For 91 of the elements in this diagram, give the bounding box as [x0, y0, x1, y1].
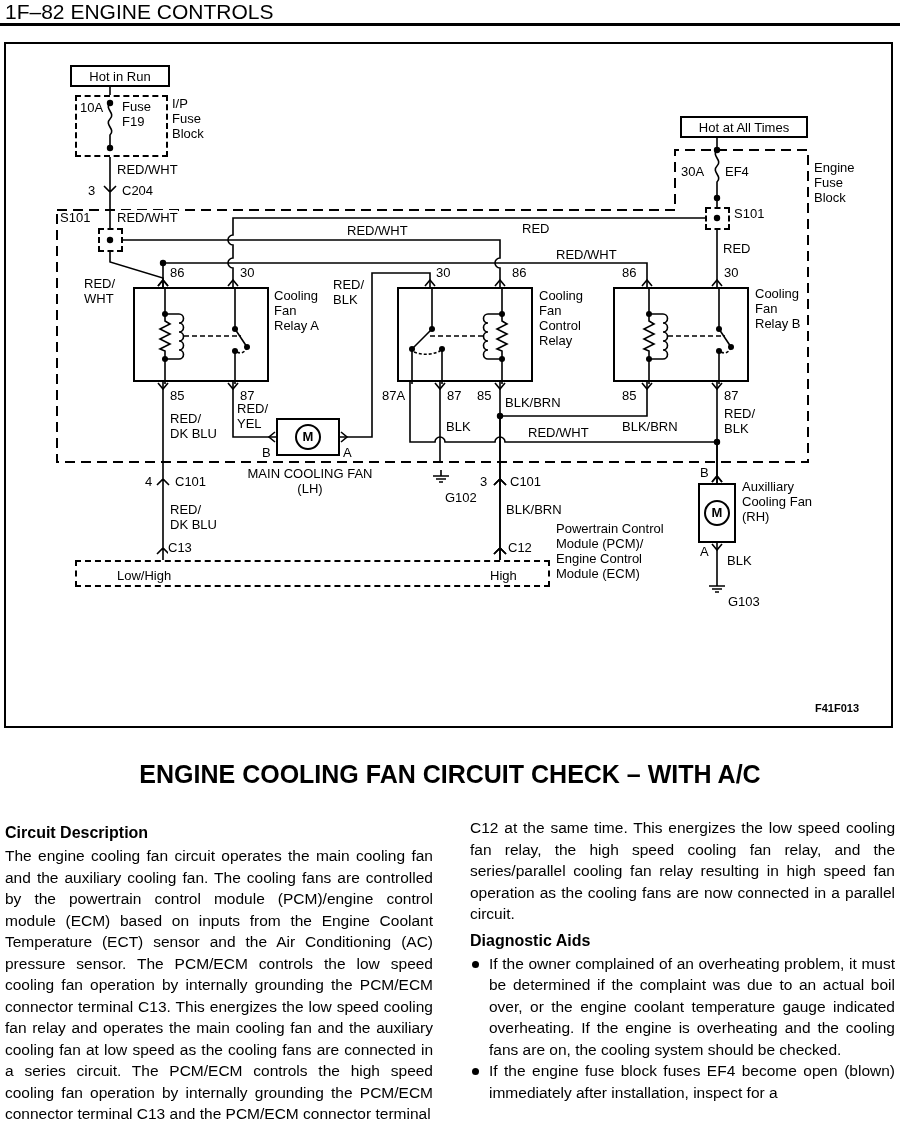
component-name: Cooling Fan Relay B: [755, 286, 802, 331]
component-name: Cooling Fan Control Relay: [539, 288, 585, 348]
wire-color-label: RED/WHT: [117, 210, 178, 225]
box-label: Hot in Run: [89, 69, 151, 83]
motor-symbol: M: [295, 424, 321, 450]
connector-pin-name: C13: [168, 540, 192, 555]
fuse-block-outline: [75, 95, 168, 157]
text-label: G103: [728, 594, 760, 609]
paragraph: The engine cooling fan circuit operates the main cooling fan and the auxiliary cooling fan. The cooling fans are controlled by the powertrain control module (PCM)/engine control module (ECM) based on inputs from the Engine Coolant Temperature (ECT) sensor and the Air Conditioning (AC) pressure sensor. The PCM/ECM controls the low speed cooling fan operation by internally grounding the PCM/ECM connector terminal C13. This energizes the low speed cooling fan relay and operates the main cooling fan and the auxiliary cooling fan at low speed as the cooling fans are connected in a series circuit. The PCM/ECM controls the high speed cooling fan operation by internally grounding the PCM/ECM connector terminal C13 and the PCM/ECM connector terminal: [5, 846, 433, 1124]
fuse-label: 30A: [681, 164, 705, 179]
fan-motor-box: [698, 483, 736, 543]
wire: [227, 217, 706, 288]
terminal-number: 86: [622, 265, 637, 280]
splice-box: [705, 207, 730, 230]
terminal-number: 85: [622, 388, 637, 403]
wire-color-label: BLK/BRN: [506, 502, 562, 517]
component-name: I/P Fuse Block: [172, 96, 205, 141]
terminal-letter: B: [262, 445, 271, 460]
text-label: High: [490, 568, 517, 583]
page-header: 1F–82 ENGINE CONTROLS: [5, 0, 274, 24]
wire-color-label: RED: [723, 241, 751, 256]
wire-color-label: RED: [522, 221, 550, 236]
terminal-number: 87: [724, 388, 739, 403]
terminal-number: 30: [724, 265, 739, 280]
wire: [122, 239, 506, 288]
connector-name: C101: [510, 474, 542, 489]
component-name: S101: [734, 206, 766, 221]
component-name: Auxilliary Cooling Fan (RH): [742, 479, 814, 524]
connector-pin-number: 4: [145, 474, 153, 489]
fuse-label: Fuse F19: [122, 99, 152, 129]
connector-pin-name: C12: [508, 540, 532, 555]
wire: [103, 156, 117, 229]
component-name: S101: [60, 210, 92, 225]
terminal-letter: B: [700, 465, 709, 480]
control-module-outline: [75, 560, 550, 587]
terminal-number: 87: [240, 388, 255, 403]
wire-color-label: RED/WHT: [528, 425, 589, 440]
terminal-number: 87A: [382, 388, 406, 403]
power-source-box: [70, 65, 170, 87]
wire-color-label: BLK: [446, 419, 471, 434]
wire-color-label: RED/WHT: [117, 162, 178, 177]
terminal-number: 87: [447, 388, 462, 403]
wire: [711, 229, 723, 288]
connector-pin-number: 3: [480, 474, 488, 489]
bullet-text: If the owner complained of an overheating problem, it must be determined if the complaint was due to an actual boil over, or the engine coolant temperature gauge indicated overheating. If the engine is overheating and the cooling fans are on, the cooling system should be checked.: [489, 953, 895, 1060]
wire: [711, 381, 723, 484]
text-label: G102: [445, 490, 477, 505]
component-name: MAIN COOLING FAN (LH): [246, 466, 374, 496]
section-heading: Diagnostic Aids: [470, 930, 592, 951]
power-source-box: [680, 116, 808, 138]
wire: [434, 381, 446, 463]
wire: [109, 86, 111, 96]
component-name: Engine Fuse Block: [814, 160, 856, 205]
fuse-label: EF4: [725, 164, 749, 179]
terminal-number: 85: [170, 388, 185, 403]
wire: [711, 542, 723, 581]
connector-name: C101: [175, 474, 207, 489]
terminal-letter: A: [343, 445, 352, 460]
splice-box: [98, 228, 123, 252]
terminal-number: 86: [512, 265, 527, 280]
terminal-number: 85: [477, 388, 492, 403]
box-label: Hot at All Times: [698, 120, 790, 134]
motor-symbol: M: [704, 500, 730, 526]
wire: [157, 262, 653, 288]
text-label: Low/High: [117, 568, 172, 583]
fuse-block-outline: [57, 150, 808, 462]
component-name: Cooling Fan Relay A: [274, 288, 320, 333]
wire-color-label: BLK/BRN: [622, 419, 678, 434]
terminal-letter: A: [700, 544, 709, 559]
wire-color-label: BLK/BRN: [505, 395, 561, 410]
section-title: ENGINE COOLING FAN CIRCUIT CHECK – WITH A/C: [138, 759, 762, 790]
connector-name: C204: [122, 183, 154, 198]
figure-code: F41F013: [815, 701, 860, 716]
paragraph: C12 at the same time. This energizes the low speed cooling fan relay, the high speed cooling fan relay, and the series/parallel cooling fan relay resulting in high speed fan operation as the cooling fans are now connected in a parallel circuit.: [470, 818, 895, 924]
terminal-number: 86: [170, 265, 185, 280]
wire: [156, 381, 170, 561]
wire: [714, 137, 720, 208]
terminal-number: 30: [240, 265, 255, 280]
terminal-number: 30: [436, 265, 451, 280]
fuse-label: 10A: [80, 100, 104, 115]
wire-color-label: RED/WHT: [347, 223, 408, 238]
bullet-text: If the engine fuse block fuses EF4 become open (blown) immediately after installation, inspect for a: [489, 1061, 895, 1103]
component-name: Powertrain Control Module (PCM)/ Engine Control Module (ECM): [556, 521, 665, 581]
wire-color-label: BLK: [727, 553, 752, 568]
wire-color-label: RED/WHT: [556, 247, 617, 262]
connector-pin-number: 3: [88, 183, 96, 198]
fan-motor-box: [276, 418, 340, 456]
wire: [339, 272, 436, 443]
wire: [227, 381, 277, 443]
section-heading: Circuit Description: [5, 823, 150, 843]
wire: [493, 381, 653, 561]
